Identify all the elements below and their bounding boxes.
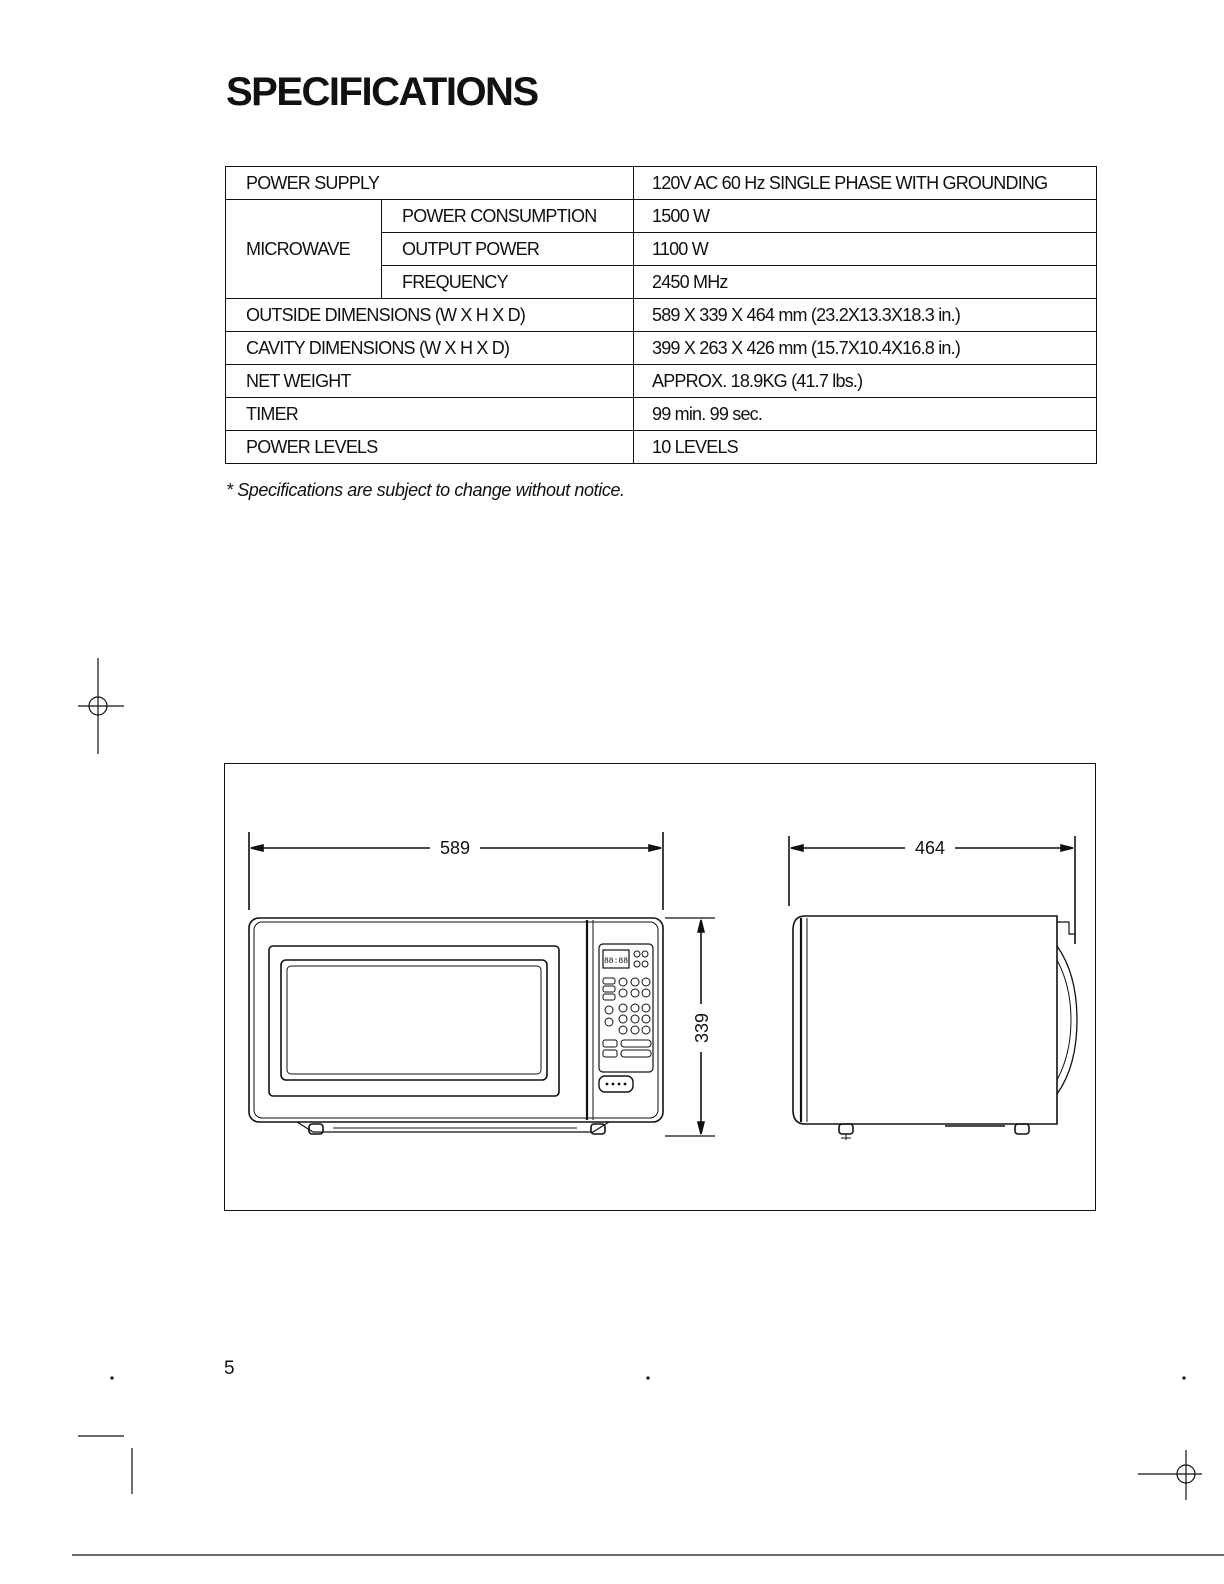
output-power-value: 1100 W — [633, 232, 1097, 266]
front-view-drawing: 589 88:88 — [248, 832, 715, 1137]
page-number: 5 — [224, 1358, 235, 1379]
side-view-drawing: 464 — [788, 836, 1078, 1140]
output-power-label: OUTPUT POWER — [381, 232, 634, 266]
timer-value: 99 min. 99 sec. — [633, 397, 1097, 431]
power-levels-value: 10 LEVELS — [633, 430, 1097, 464]
net-weight-value: APPROX. 18.9KG (41.7 lbs.) — [633, 364, 1097, 398]
power-supply-label: POWER SUPPLY — [225, 166, 634, 200]
table-row: POWER LEVELS 10 LEVELS — [225, 430, 1097, 464]
dimensions-figure: 589 88:88 — [224, 763, 1096, 1211]
bottom-trim-line — [72, 1554, 1224, 1556]
power-consumption-label: POWER CONSUMPTION — [381, 199, 634, 233]
specifications-note: * Specifications are subject to change w… — [226, 480, 625, 500]
table-row: TIMER 99 min. 99 sec. — [225, 397, 1097, 431]
height-dimension-label: 339 — [692, 1013, 712, 1043]
width-dimension-label: 589 — [440, 838, 470, 858]
power-supply-value: 120V AC 60 Hz SINGLE PHASE WITH GROUNDIN… — [633, 166, 1097, 200]
outside-dimensions-label: OUTSIDE DIMENSIONS (W X H X D) — [225, 298, 634, 332]
table-row: FREQUENCY 2450 MHz — [226, 265, 1097, 299]
crop-mark-icon — [78, 1435, 133, 1494]
timer-label: TIMER — [225, 397, 634, 431]
cavity-dimensions-label: CAVITY DIMENSIONS (W X H X D) — [225, 331, 634, 365]
depth-dimension-label: 464 — [915, 838, 945, 858]
microwave-label: MICROWAVE — [225, 199, 382, 299]
table-row: NET WEIGHT APPROX. 18.9KG (41.7 lbs.) — [225, 364, 1097, 398]
frequency-label: FREQUENCY — [381, 265, 634, 299]
outside-dimensions-value: 589 X 339 X 464 mm (23.2X13.3X18.3 in.) — [633, 298, 1097, 332]
table-row: MICROWAVE POWER CONSUMPTION 1500 W — [225, 199, 1097, 299]
power-consumption-value: 1500 W — [633, 199, 1097, 233]
registration-mark-icon — [1138, 1450, 1202, 1500]
table-row: OUTSIDE DIMENSIONS (W X H X D) 589 X 339… — [225, 298, 1097, 332]
display-readout: 88:88 — [604, 957, 628, 966]
microwave-dimension-drawing: 589 88:88 — [248, 832, 1078, 1140]
cavity-dimensions-value: 399 X 263 X 426 mm (15.7X10.4X16.8 in.) — [633, 331, 1097, 365]
table-row: POWER SUPPLY 120V AC 60 Hz SINGLE PHASE … — [225, 166, 1097, 200]
frequency-value: 2450 MHz — [633, 265, 1097, 299]
table-row: OUTPUT POWER 1100 W — [226, 232, 1097, 266]
table-row: CAVITY DIMENSIONS (W X H X D) 399 X 263 … — [225, 331, 1097, 365]
power-levels-label: POWER LEVELS — [225, 430, 634, 464]
net-weight-label: NET WEIGHT — [225, 364, 634, 398]
registration-mark-icon — [78, 658, 124, 754]
page-title: SPECIFICATIONS — [226, 70, 539, 114]
specifications-table: POWER SUPPLY 120V AC 60 Hz SINGLE PHASE … — [225, 166, 1097, 464]
registration-dots — [110, 1376, 1186, 1380]
